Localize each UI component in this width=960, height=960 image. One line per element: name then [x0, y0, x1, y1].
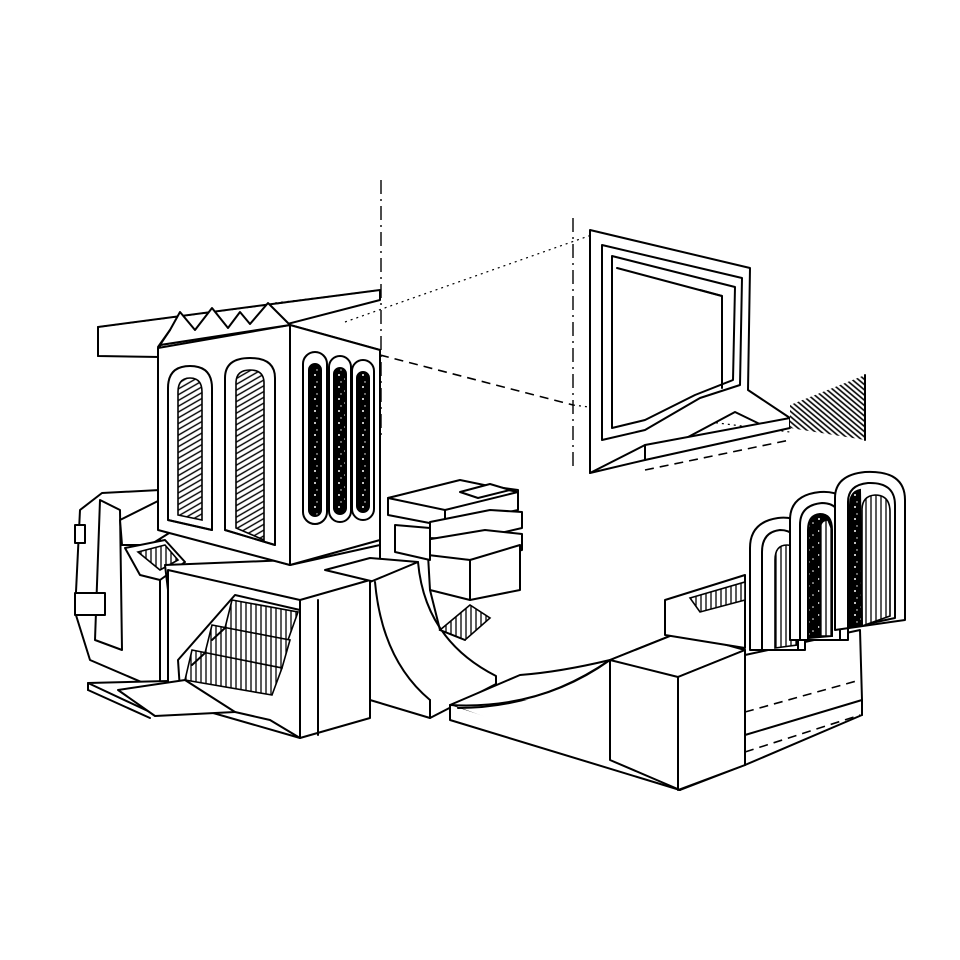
box-block — [609, 631, 746, 791]
wall-frame-panel — [589, 229, 866, 474]
arched-window-panels — [167, 357, 276, 546]
staircase — [117, 594, 301, 739]
zigzag-crown — [159, 302, 291, 346]
stacked-blocks — [387, 479, 523, 641]
triple-arch-block — [664, 470, 906, 766]
quarter-pipe-ramp — [324, 557, 497, 719]
slot-windows — [302, 351, 375, 525]
